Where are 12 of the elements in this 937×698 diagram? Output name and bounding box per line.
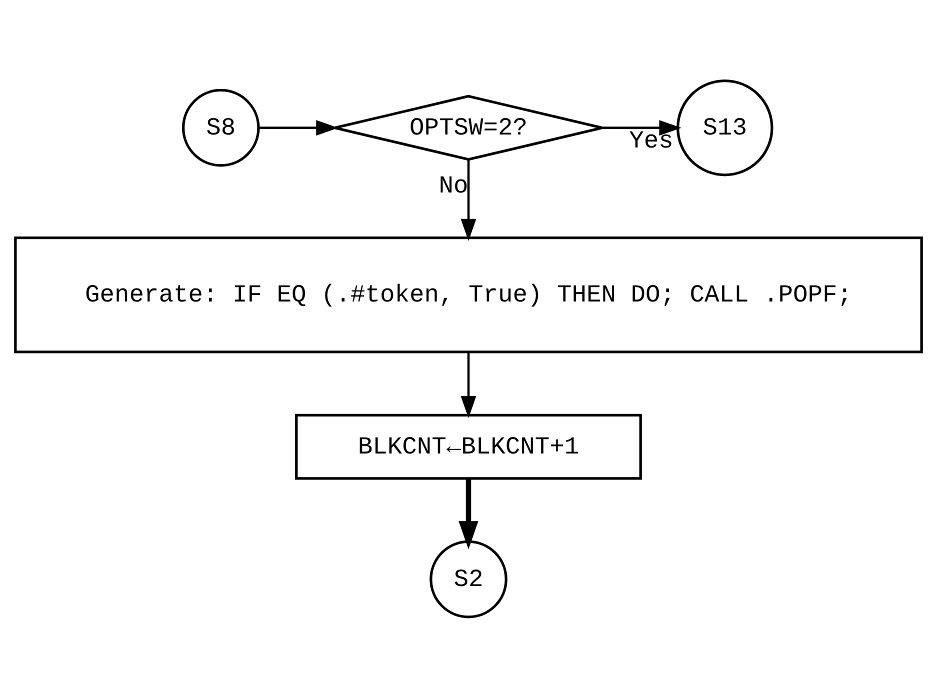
node-box: BLKCNT←BLKCNT+1: [295, 414, 642, 480]
node-circle: S8: [182, 88, 260, 167]
node-diamond: OPTSW=2?: [334, 94, 604, 161]
edge-label: No: [438, 173, 468, 200]
node-circle: S13: [676, 79, 774, 176]
arrow: [460, 352, 476, 418]
arrow: [602, 120, 682, 136]
arrow: [458, 478, 478, 550]
arrow: [460, 160, 476, 241]
node-circle: S2: [430, 540, 508, 618]
edge-label: Yes: [629, 128, 674, 156]
node-box: Generate: IF EQ (.#token, True) THEN DO; CALL .POPF;: [14, 236, 923, 354]
